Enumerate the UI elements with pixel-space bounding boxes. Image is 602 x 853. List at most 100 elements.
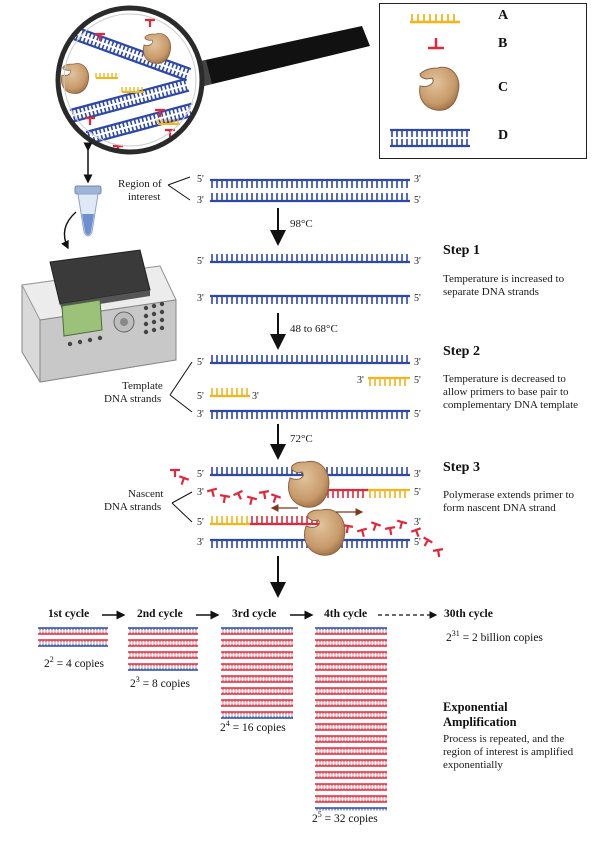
polymerase-top-icon <box>288 460 330 508</box>
dna-strand <box>210 178 410 188</box>
copy-count: 24 = 16 copies <box>220 719 286 734</box>
step1-title: Step 1 <box>443 243 480 258</box>
step2-description: Temperature is decreased to allow primer… <box>443 373 579 411</box>
step3-title: Step 3 <box>443 460 480 475</box>
copy-stacks <box>38 627 387 811</box>
nucleotide <box>396 519 408 530</box>
legend-label-b: B <box>498 36 508 51</box>
cycle-label: 30th cycle <box>444 608 493 620</box>
dna-strand <box>390 139 470 148</box>
copy-stack <box>128 627 198 671</box>
nucleotide <box>410 527 422 537</box>
dna-strand <box>73 34 188 82</box>
copy-count: 231 = 2 billion copies <box>446 629 543 644</box>
nucleotide <box>219 494 231 504</box>
lens-polymerase <box>143 33 172 64</box>
end-label: 5' <box>414 537 421 548</box>
end-label: 5' <box>414 487 421 498</box>
thermocycler-icon <box>21 249 177 383</box>
end-label: 3' <box>252 391 259 402</box>
legend-polymerase-icon <box>419 66 460 111</box>
dna-strand <box>210 409 410 419</box>
template-label-line2: DNA strands <box>104 393 162 405</box>
copy-count: 25 = 32 copies <box>312 810 378 825</box>
step1-description: Temperature is increased to separate DNA… <box>443 273 565 298</box>
end-label: 3' <box>414 256 421 267</box>
tube-machine-arrow <box>61 211 77 250</box>
end-label: 5' <box>414 409 421 420</box>
region-label-line2: interest <box>128 191 161 203</box>
nucleotide <box>270 493 282 503</box>
nucleotide <box>145 18 155 27</box>
copy-count: 23 = 8 copies <box>130 675 190 690</box>
legend-dna-icon <box>390 128 470 148</box>
legend-nucleotide-icon <box>428 38 444 50</box>
nucleotide <box>170 468 180 477</box>
end-label: 3' <box>197 293 204 304</box>
copy-stack <box>38 627 108 647</box>
end-label: 5' <box>197 391 204 402</box>
dna-strand <box>72 86 190 123</box>
lens-polymerase <box>61 63 90 94</box>
magnifier-lens <box>55 5 205 155</box>
amplification-title-line2: Amplification <box>443 715 517 729</box>
end-label: 3' <box>197 537 204 548</box>
nucleotide <box>206 487 218 498</box>
amplification-title-line1: Exponential <box>443 700 508 714</box>
end-label: 3' <box>414 469 421 480</box>
legend-primer-icon <box>410 14 460 24</box>
end-label: 5' <box>197 517 204 528</box>
nucleotide <box>423 536 433 547</box>
end-label: 3' <box>414 174 421 185</box>
lens-primer <box>95 73 118 79</box>
pcr-strands <box>170 178 444 558</box>
dna-strand <box>210 294 410 304</box>
template-bracket <box>169 361 193 413</box>
end-label: 3' <box>197 195 204 206</box>
cycle-label: 4th cycle <box>324 608 368 620</box>
step3-description: Polymerase extends primer to form nascen… <box>443 489 575 514</box>
region-label-line1: Region of <box>118 178 162 190</box>
dna-strand <box>210 388 250 398</box>
lens-primer <box>157 119 180 125</box>
nucleotide <box>246 495 258 506</box>
nascent-label-line1: Nascent <box>128 488 164 500</box>
end-label: 3' <box>414 517 421 528</box>
cycle-label: 3rd cycle <box>232 608 277 620</box>
nascent-label-line2: DNA strands <box>104 501 162 513</box>
copy-stack <box>221 627 293 719</box>
nucleotide <box>384 526 396 536</box>
temp-anneal: 48 to 68°C <box>290 323 338 335</box>
end-label: 5' <box>197 357 204 368</box>
nucleotide <box>370 521 382 531</box>
nascent-bracket <box>171 491 193 523</box>
lens-primer <box>121 87 144 93</box>
end-label: 5' <box>414 375 421 386</box>
region-bracket <box>167 176 191 201</box>
end-label: 5' <box>197 469 204 480</box>
temp-denature: 98°C <box>290 218 313 230</box>
cycle-label: 1st cycle <box>48 608 90 620</box>
nucleotide <box>85 116 95 125</box>
nucleotide <box>155 108 165 117</box>
dna-strand <box>210 254 410 264</box>
dna-strand <box>210 193 410 203</box>
dna-strand <box>210 355 410 365</box>
template-label-line1: Template <box>122 380 163 392</box>
dna-strand <box>210 516 250 526</box>
end-label: 3' <box>414 357 421 368</box>
dna-strand <box>368 376 410 386</box>
dna-strand <box>368 488 410 498</box>
nucleotide <box>178 475 190 485</box>
dna-strand <box>390 128 470 137</box>
end-label: 3' <box>197 409 204 420</box>
legend-label-c: C <box>498 80 509 95</box>
temp-extend: 72°C <box>290 433 313 445</box>
test-tube-icon <box>74 185 102 237</box>
magnifier-handle <box>188 26 370 88</box>
legend-label-d: D <box>498 128 509 143</box>
end-label: 3' <box>357 375 364 386</box>
copy-stack <box>315 627 387 811</box>
nucleotide <box>432 548 444 558</box>
nucleotide <box>356 527 368 538</box>
